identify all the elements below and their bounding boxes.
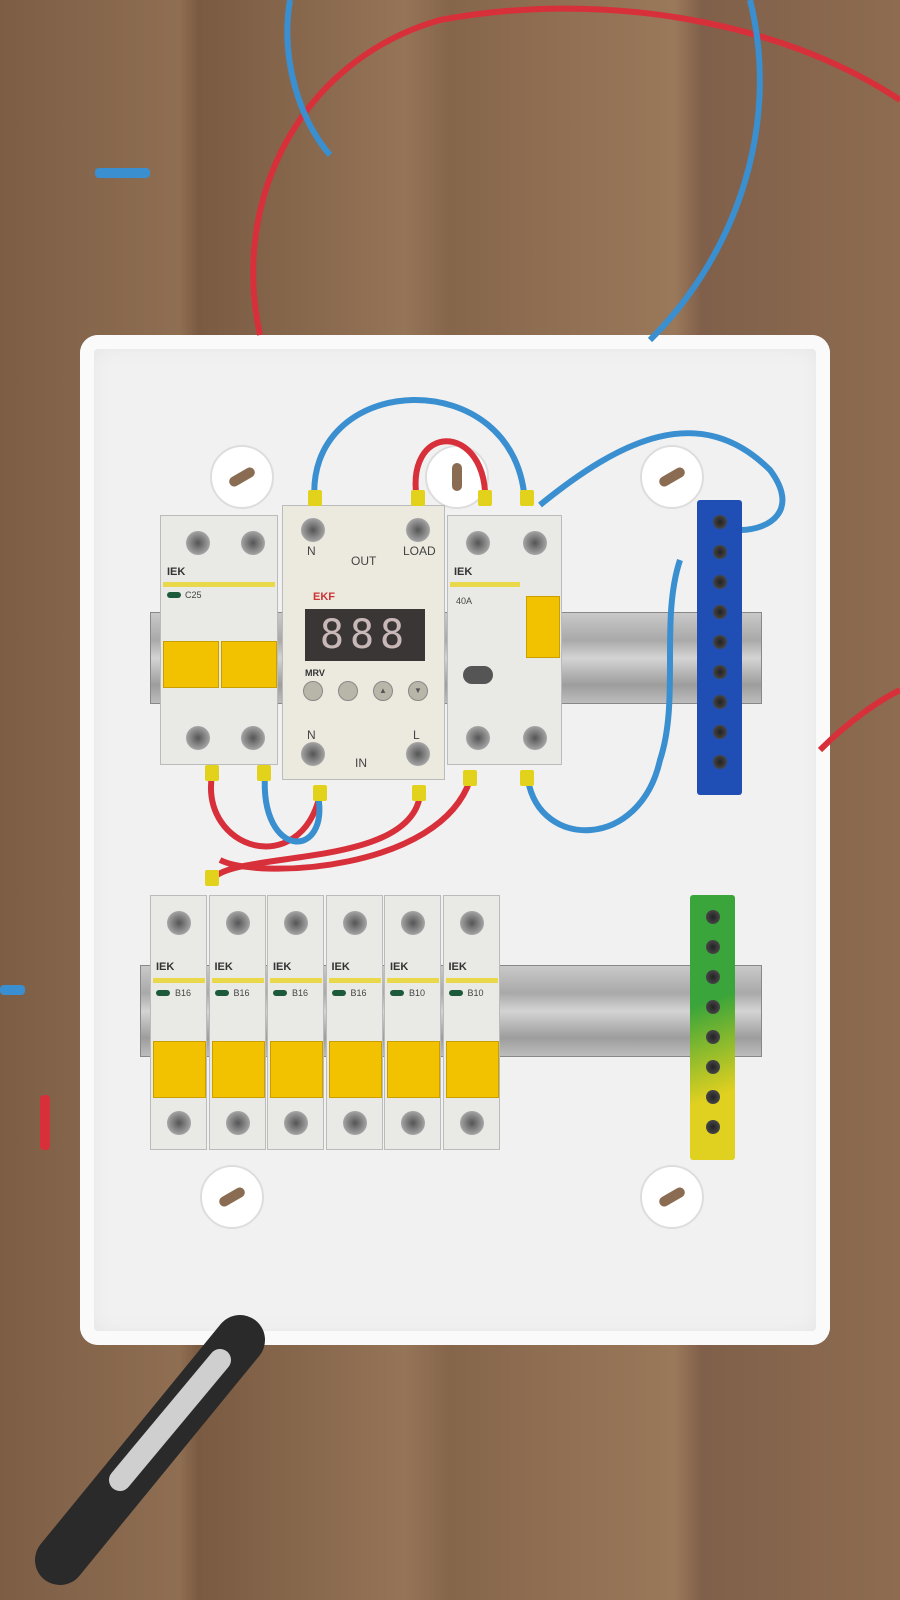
breaker-1-pole: IEK B10 <box>384 895 441 1150</box>
rating-label: B16 <box>292 988 309 998</box>
wire-offcut <box>95 168 150 178</box>
mounting-hole <box>640 445 704 509</box>
voltage-relay: N LOAD OUT EKF 888 MRV ▲ ▼ N L IN <box>282 505 445 780</box>
brand-label: IEK <box>273 961 292 973</box>
rating-label: B10 <box>409 988 426 998</box>
rating-label: B10 <box>467 988 484 998</box>
breaker-toggle[interactable] <box>163 641 219 688</box>
terminal-label: N <box>307 728 316 742</box>
red-wire <box>250 5 900 336</box>
neutral-bus-bar <box>697 500 742 795</box>
screwdriver <box>35 1315 265 1585</box>
breaker-1-pole: IEK B16 <box>150 895 207 1150</box>
terminal-label: OUT <box>351 554 377 568</box>
down-button[interactable]: ▼ <box>408 681 428 701</box>
brand-label: IEK <box>156 961 175 973</box>
breaker-1-pole: IEK B10 <box>442 895 500 1150</box>
rating-label: B16 <box>233 988 250 998</box>
red-wire <box>817 687 900 753</box>
brand-label: IEK <box>167 566 186 578</box>
mounting-hole <box>210 445 274 509</box>
breaker-1-pole: IEK B16 <box>325 895 383 1150</box>
menu-button[interactable] <box>303 681 323 701</box>
rcd: IEK 40A <box>447 515 562 765</box>
terminal-label: L <box>413 728 420 742</box>
brand-label: IEK <box>331 961 350 973</box>
voltage-display: 888 <box>305 609 425 661</box>
brand-label: EKF <box>313 591 335 603</box>
terminal-label: IN <box>355 756 367 770</box>
blue-wire <box>284 0 333 157</box>
breaker-toggle[interactable] <box>221 641 277 688</box>
breaker-1-pole: IEK B16 <box>267 895 324 1150</box>
terminal-label: LOAD <box>403 544 436 558</box>
up-button[interactable]: ▲ <box>373 681 393 701</box>
rating-label: 40A <box>456 596 473 606</box>
ground-bus-bar <box>690 895 735 1160</box>
breaker-toggle[interactable] <box>211 1041 265 1098</box>
wire-offcut <box>40 1095 50 1150</box>
brand-label: IEK <box>448 961 467 973</box>
brand-label: IEK <box>214 961 233 973</box>
terminal-label: N <box>307 544 316 558</box>
brand-label: IEK <box>390 961 409 973</box>
breaker-1-pole: IEK B16 <box>208 895 266 1150</box>
breaker-row: IEK B16 IEK B16 IEK B16 IEK B16 IEK B10 … <box>150 895 502 1150</box>
rating-label: C25 <box>185 590 202 600</box>
mounting-hole <box>640 1165 704 1229</box>
wire-offcut <box>0 985 25 995</box>
blue-wire <box>647 0 763 343</box>
rating-label: B16 <box>350 988 367 998</box>
breaker-toggle[interactable] <box>153 1041 206 1098</box>
model-label: MRV <box>305 668 325 678</box>
rcd-toggle[interactable] <box>526 596 560 658</box>
rating-label: B16 <box>175 988 192 998</box>
mounting-hole <box>200 1165 264 1229</box>
breaker-toggle[interactable] <box>328 1041 382 1098</box>
breaker-toggle[interactable] <box>270 1041 323 1098</box>
breaker-2-pole: IEK C25 <box>160 515 278 765</box>
breaker-toggle[interactable] <box>387 1041 440 1098</box>
brand-label: IEK <box>454 566 473 578</box>
set-button[interactable] <box>338 681 358 701</box>
test-button[interactable] <box>463 666 493 684</box>
breaker-toggle[interactable] <box>445 1041 499 1098</box>
